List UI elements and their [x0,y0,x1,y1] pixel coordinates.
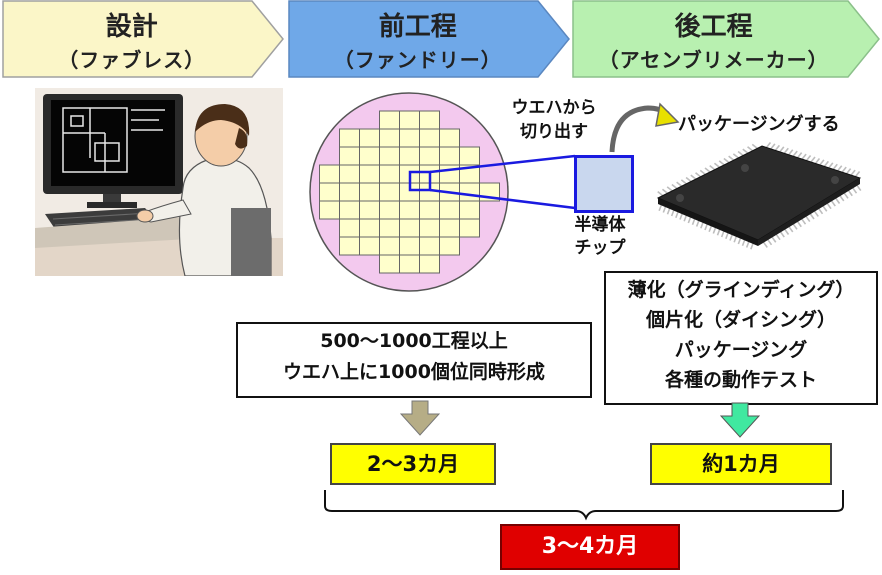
packaged-ic-illustration [656,141,862,250]
ic-pin [718,160,725,166]
ic-pin [770,143,776,150]
ic-pin [797,152,803,159]
floorplan-drawing [62,107,165,173]
ic-pin [846,168,852,175]
wafer-die [419,254,440,274]
ic-pin [671,183,678,190]
chip-label-line2: チップ [574,238,626,258]
front-end-process-box: 500〜1000工程以上 ウエハ上に1000個位同時形成 [236,322,592,398]
back-end-step-thinning: 薄化（グラインディング） [627,279,855,301]
back-end-step-packaging: パッケージング [674,339,808,361]
back-end-down-arrow-icon [720,402,760,438]
ic-pin [805,155,812,162]
stage-subtitle: （ファンドリー） [333,48,502,72]
ic-pin [657,191,664,197]
stage-title: 前工程 [378,12,457,42]
ic-pin [774,144,780,151]
stage-arrow-shape [572,0,880,78]
ic-pin [828,162,834,169]
ic-pin [723,157,730,164]
back-end-process-box: 薄化（グラインディング） 個片化（ダイシング） パッケージング 各種の動作テスト [604,271,878,405]
stage-title: 後工程 [674,12,753,42]
selected-die-highlight [408,170,432,192]
stage-title: 設計 [105,12,158,42]
ic-pin [709,165,716,171]
ic-pin [676,181,683,187]
ic-pin [837,165,843,172]
ic-pin [850,169,856,176]
ic-pins [657,141,862,250]
ic-pin [814,157,821,164]
ic-pin [823,160,829,167]
front-end-line1: 500〜1000工程以上 [320,330,508,352]
ic-pin [854,171,861,178]
chip-label-line1: 半導体 [574,215,626,235]
ic-pin [765,141,772,148]
curved-arrow-icon [655,102,680,127]
packaging-label: パッケージングする [678,114,840,135]
ic-pin [732,153,739,159]
ic-pin [742,148,749,154]
stage-arrow-shape [2,0,284,78]
cut-out-label: ウエハから 切り出す [502,96,606,144]
cut-out-label-line1: ウエハから [511,98,597,118]
ic-pin [810,156,816,163]
semiconductor-chip [574,155,634,213]
ic-pin [704,167,711,173]
ic-pin [751,143,758,149]
ic-pin [728,155,735,161]
stage-back-end: 後工程 （アセンブリメーカー） [572,0,880,78]
back-end-step-testing: 各種の動作テスト [664,369,817,391]
stage-design: 設計 （ファブレス） [2,0,284,78]
ic-pin [792,150,798,157]
back-end-step-dicing: 個片化（ダイシング） [645,309,836,331]
ic-pin [685,176,692,183]
total-duration-badge: 3〜4カ月 [500,524,680,570]
ic-pin [779,146,785,153]
stage-subtitle: （ファブレス） [58,48,206,72]
ic-pin [713,162,720,168]
front-end-down-arrow-icon [400,400,440,436]
stage-front-end: 前工程 （ファンドリー） [288,0,570,78]
ic-pin [832,163,838,170]
wafer-die [459,218,480,238]
ic-pin [801,153,807,160]
ic-pin [737,150,744,157]
ic-pin [819,159,825,166]
ic-pin [747,146,754,152]
designer-workstation-illustration [35,88,283,276]
ic-pin [661,188,668,194]
ic-pin [695,172,702,178]
ic-pin [680,179,687,185]
ic-pin [690,174,697,180]
wafer-diagram [309,92,509,292]
ic-pin [666,186,673,192]
wafer-die [439,236,460,256]
stage-subtitle: （アセンブリメーカー） [598,48,829,72]
ic-pin [841,166,847,173]
front-end-line2: ウエハ上に1000個位同時形成 [283,361,545,383]
front-end-duration-badge: 2〜3カ月 [330,443,496,485]
chip-label: 半導体 チップ [564,214,636,260]
cut-out-label-line2: 切り出す [520,122,588,142]
back-end-duration-badge: 約1カ月 [650,443,832,485]
ic-pin [699,169,706,175]
stage-arrow-shape [288,0,570,78]
designer-person [136,104,272,276]
ic-pin [783,147,789,154]
ic-pin [788,149,794,156]
